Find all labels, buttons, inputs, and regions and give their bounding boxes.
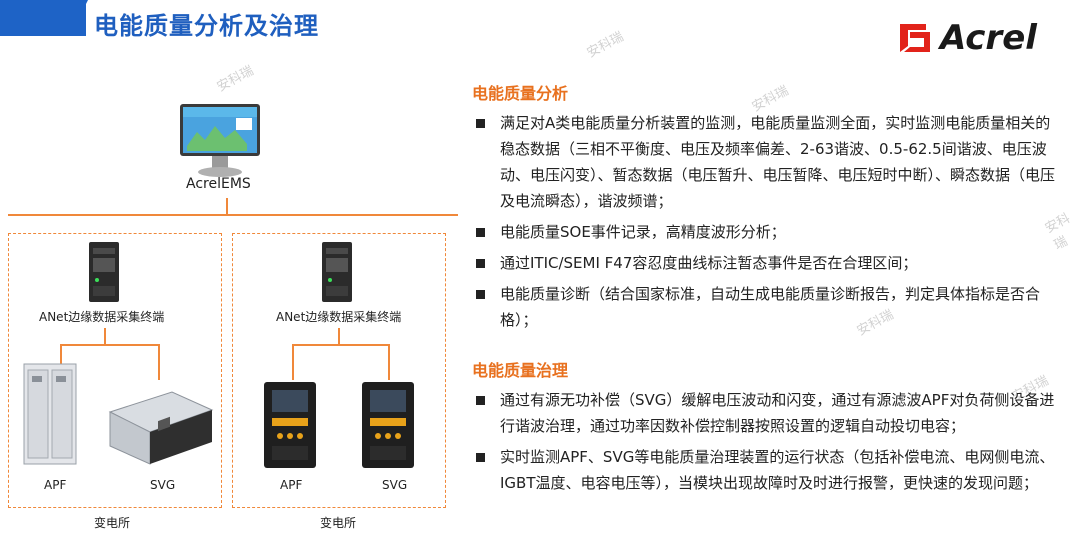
connector-line <box>104 328 106 344</box>
device-label-apf: APF <box>280 478 303 492</box>
list-item: 通过ITIC/SEMI F47容忍度曲线标注暂态事件是否在合理区间； <box>474 250 1064 276</box>
bullet-square-icon <box>476 290 485 299</box>
bullet-square-icon <box>476 259 485 268</box>
connector-line <box>388 344 390 380</box>
apf-cabinet-icon <box>23 363 77 465</box>
analysis-heading: 电能质量分析 <box>472 84 569 103</box>
gateway-label: ANet边缘数据采集终端 <box>276 310 402 324</box>
bullet-square-icon <box>476 453 485 462</box>
connector-line <box>60 344 62 364</box>
list-item: 满足对A类电能质量分析装置的监测，电能质量监测全面，实时监测电能质量相关的稳态数… <box>474 110 1064 214</box>
svg-controller-icon <box>362 382 414 468</box>
list-item: 通过有源无功补偿（SVG）缓解电压波动和闪变，通过有源滤波APF对负荷侧设备进行… <box>474 387 1064 439</box>
page-title: 电能质量分析及治理 <box>94 12 319 40</box>
list-item-text: 通过ITIC/SEMI F47容忍度曲线标注暂态事件是否在合理区间； <box>500 254 918 272</box>
governance-list: 通过有源无功补偿（SVG）缓解电压波动和闪变，通过有源滤波APF对负荷侧设备进行… <box>474 387 1064 501</box>
list-item: 电能质量SOE事件记录，高精度波形分析； <box>474 219 1064 245</box>
list-item-text: 电能质量诊断（结合国家标准，自动生成电能质量诊断报告，判定具体指标是否合格）； <box>500 285 1041 329</box>
ems-label: AcrelEMS <box>186 176 251 192</box>
acrel-logo-mark-icon <box>900 24 930 52</box>
connector-line <box>292 344 390 346</box>
station-box-2 <box>232 233 446 508</box>
apf-controller-icon <box>264 382 316 468</box>
list-item-text: 电能质量SOE事件记录，高精度波形分析； <box>500 223 786 241</box>
connector-line <box>292 344 294 380</box>
connector-line <box>8 214 458 216</box>
station-label: 变电所 <box>320 516 357 530</box>
svg-module-icon <box>108 391 214 465</box>
station-label: 变电所 <box>94 516 131 530</box>
gateway-device-icon <box>322 242 352 302</box>
bullet-square-icon <box>476 119 485 128</box>
acrel-logo: Acrel <box>896 18 1066 60</box>
brand-name: Acrel <box>940 18 1037 58</box>
device-label-apf: APF <box>44 478 67 492</box>
station-box-1 <box>8 233 222 508</box>
gateway-device-icon <box>89 242 119 302</box>
governance-heading: 电能质量治理 <box>472 361 569 380</box>
list-item: 实时监测APF、SVG等电能质量治理装置的运行状态（包括补偿电流、电网侧电流、I… <box>474 444 1064 496</box>
list-item: 电能质量诊断（结合国家标准，自动生成电能质量诊断报告，判定具体指标是否合格）； <box>474 281 1064 333</box>
analysis-list: 满足对A类电能质量分析装置的监测，电能质量监测全面，实时监测电能质量相关的稳态数… <box>474 110 1064 338</box>
device-label-svg: SVG <box>150 478 176 492</box>
watermark: 安科瑞 <box>584 29 627 62</box>
connector-line <box>338 328 340 344</box>
list-item-text: 实时监测APF、SVG等电能质量治理装置的运行状态（包括补偿电流、电网侧电流、I… <box>500 448 1055 492</box>
watermark: 安科瑞 <box>214 63 257 96</box>
device-label-svg: SVG <box>382 478 408 492</box>
connector-line <box>158 344 160 380</box>
connector-line <box>226 198 228 216</box>
list-item-text: 满足对A类电能质量分析装置的监测，电能质量监测全面，实时监测电能质量相关的稳态数… <box>500 114 1056 210</box>
monitor-icon <box>180 104 260 177</box>
gateway-label: ANet边缘数据采集终端 <box>39 310 165 324</box>
header-accent-notch <box>70 0 88 36</box>
bullet-square-icon <box>476 228 485 237</box>
list-item-text: 通过有源无功补偿（SVG）缓解电压波动和闪变，通过有源滤波APF对负荷侧设备进行… <box>500 391 1055 435</box>
connector-line <box>60 344 160 346</box>
bullet-square-icon <box>476 396 485 405</box>
